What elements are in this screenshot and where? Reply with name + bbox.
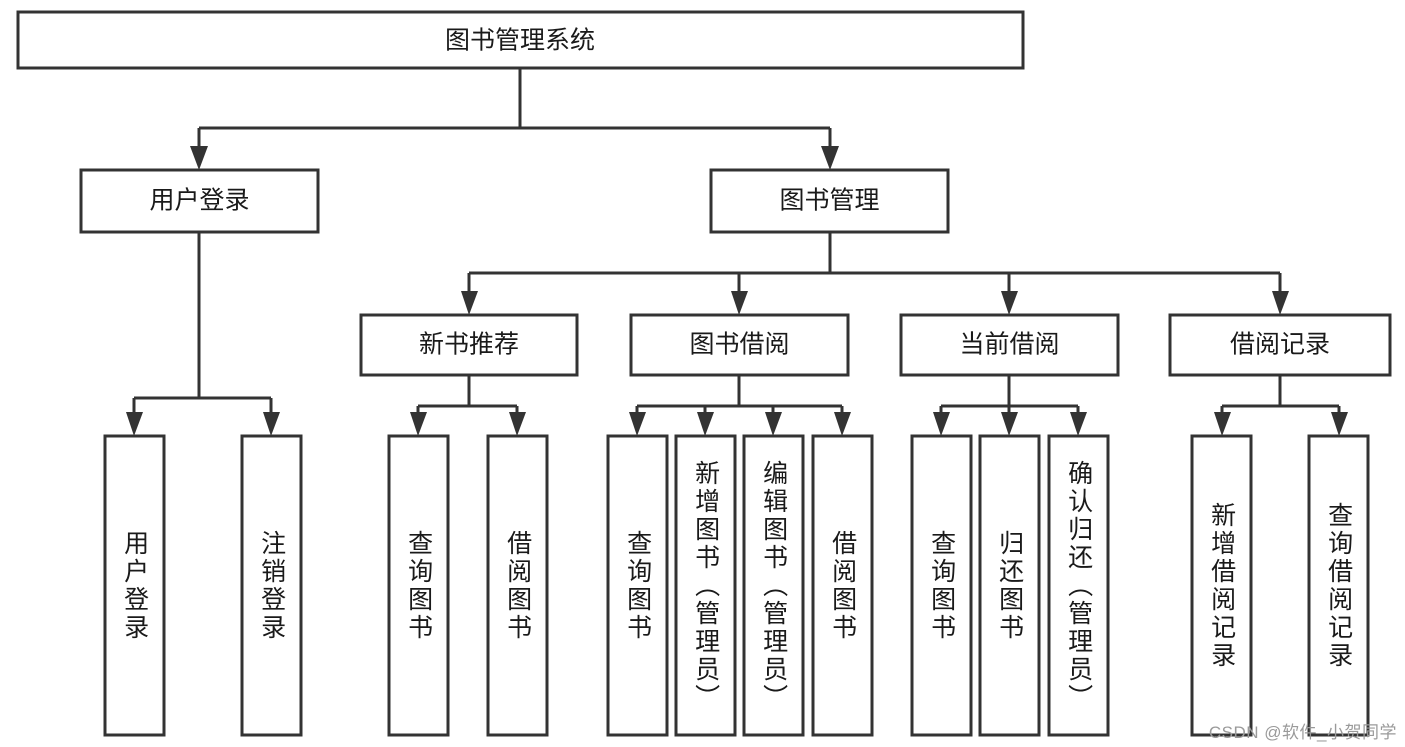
node-user-login-box[interactable]: [79, 168, 320, 234]
arrow-borrowrecord-leaf-1: [1214, 412, 1231, 436]
arrow-to-new-book-recommend: [461, 291, 478, 315]
leaf-box-new-book-1[interactable]: [387, 434, 450, 737]
leaf-box-book-borrow-4[interactable]: [811, 434, 874, 737]
node-new-book-recommend-label: 新书推荐: [419, 331, 519, 359]
leaf-box-book-borrow-2[interactable]: [674, 434, 737, 737]
node-current-borrow-box[interactable]: [899, 313, 1120, 377]
node-book-borrow-label: 图书借阅: [689, 331, 789, 359]
nodes-layer: 图书管理系统 用户登录 图书管理 新书推荐 图书借阅 当前借阅 借阅记录: [16, 10, 1392, 737]
arrow-borrowrecord-leaf-2: [1331, 412, 1348, 436]
arrow-userlogin-leaf-2: [263, 412, 280, 436]
arrow-to-borrow-record: [1272, 291, 1289, 315]
csdn-watermark: CSDN @软件_小贺同学: [1208, 723, 1397, 742]
arrow-root-to-book-manage: [821, 146, 839, 170]
leaf-box-user-login-2[interactable]: [240, 434, 303, 737]
leaf-box-user-login-1[interactable]: [103, 434, 166, 737]
arrow-root-to-user-login: [190, 146, 208, 170]
arrow-to-book-borrow: [731, 291, 748, 315]
arrow-newbook-leaf-2: [509, 412, 526, 436]
arrow-bookborrow-leaf-4: [834, 412, 851, 436]
node-current-borrow-label: 当前借阅: [959, 331, 1059, 359]
node-borrow-record-box[interactable]: [1168, 313, 1392, 377]
node-user-login-label: 用户登录: [149, 187, 249, 215]
node-root-box[interactable]: [16, 10, 1025, 70]
arrow-bookborrow-leaf-3: [765, 412, 782, 436]
arrow-bookborrow-leaf-1: [629, 412, 646, 436]
leaf-box-borrow-record-1[interactable]: [1190, 434, 1253, 737]
leaf-box-borrow-record-2[interactable]: [1307, 434, 1370, 737]
arrow-currentborrow-leaf-2: [1001, 412, 1018, 436]
node-new-book-recommend-box[interactable]: [359, 313, 579, 377]
connectors-layer: [126, 68, 1348, 436]
leaf-box-current-borrow-3[interactable]: [1047, 434, 1110, 737]
arrow-userlogin-leaf-1: [126, 412, 143, 436]
arrow-bookborrow-leaf-2: [697, 412, 714, 436]
leaf-box-current-borrow-2[interactable]: [978, 434, 1041, 737]
leaf-box-new-book-2[interactable]: [486, 434, 549, 737]
arrow-currentborrow-leaf-3: [1070, 412, 1087, 436]
arrow-newbook-leaf-1: [410, 412, 427, 436]
arrow-to-current-borrow: [1001, 291, 1018, 315]
node-book-manage-box[interactable]: [709, 168, 950, 234]
node-book-manage-label: 图书管理: [779, 187, 879, 215]
node-borrow-record-label: 借阅记录: [1230, 331, 1330, 359]
leaf-box-current-borrow-1[interactable]: [910, 434, 973, 737]
arrow-currentborrow-leaf-1: [933, 412, 950, 436]
node-root-label: 图书管理系统: [445, 27, 595, 55]
leaf-box-book-borrow-1[interactable]: [606, 434, 669, 737]
node-book-borrow-box[interactable]: [629, 313, 850, 377]
leaf-box-book-borrow-3[interactable]: [742, 434, 805, 737]
